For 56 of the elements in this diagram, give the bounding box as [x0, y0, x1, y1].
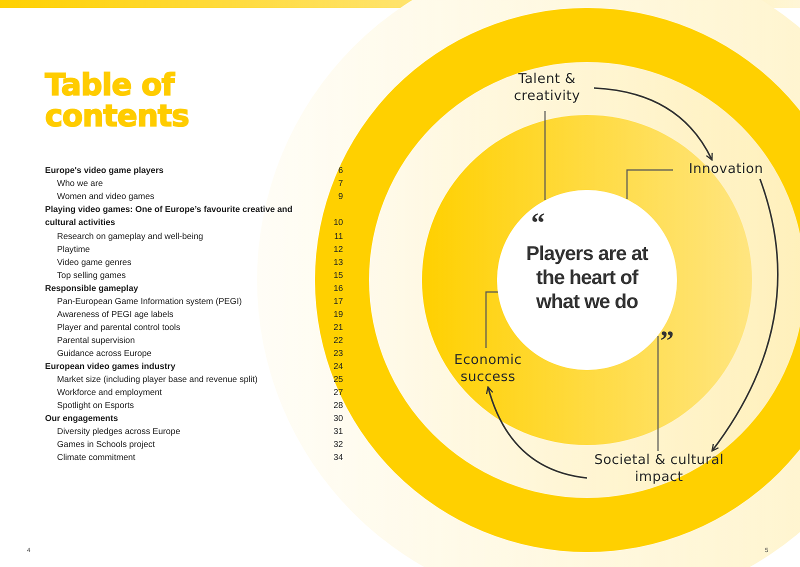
- toc-entry: Diversity pledges across Europe: [56, 425, 180, 438]
- page-number: 16: [333, 282, 343, 295]
- toc-entry: Guidance across Europe: [56, 347, 152, 360]
- page-number: 28: [333, 399, 343, 412]
- page-number: 11: [334, 230, 343, 243]
- toc-entry: Playtime: [56, 243, 90, 256]
- page-number: 23: [333, 347, 343, 360]
- leader-line: [626, 169, 673, 199]
- page-number: 15: [333, 269, 343, 282]
- toc-entry: Market size (including player base and revenue split): [56, 373, 258, 386]
- pillar-label: Innovation: [688, 161, 764, 178]
- section-heading: Playing video games: One of Europe’s favourite creative and cultural activities: [45, 203, 294, 230]
- section-heading: Responsible gameplay: [45, 282, 138, 295]
- curved-arrow: [486, 386, 588, 479]
- page-number: 30: [333, 412, 343, 425]
- page-number: 34: [333, 451, 343, 464]
- page-number: 9: [338, 190, 343, 203]
- toc-entry: Workforce and employment: [56, 386, 162, 399]
- page-number: 31: [333, 425, 343, 438]
- page-number: 24: [333, 360, 343, 373]
- toc-entry: Video game genres: [56, 256, 132, 269]
- page-number: 13: [333, 256, 343, 269]
- toc-entry: Climate commitment: [56, 451, 136, 464]
- page-number: 21: [333, 321, 343, 334]
- page-number: 25: [333, 373, 343, 386]
- leader-line: [485, 291, 498, 348]
- page-number: 19: [333, 308, 343, 321]
- page-number: 6: [338, 164, 343, 177]
- pillar-label: Talent & creativity: [512, 71, 582, 105]
- toc-entry: Top selling games: [56, 269, 126, 282]
- toc-entry: Games in Schools project: [56, 438, 155, 451]
- page-title: Table of contents: [45, 70, 190, 132]
- toc-entry: Parental supervision: [56, 334, 135, 347]
- page-number: 22: [333, 334, 343, 347]
- section-heading: Europe's video game players: [45, 164, 164, 177]
- page-number: 17: [333, 295, 343, 308]
- section-heading: Our engagements: [45, 412, 118, 425]
- toc-entry: Women and video games: [56, 190, 154, 203]
- toc-entry: Pan-European Game Information system (PEGI): [56, 295, 242, 308]
- curved-arrow: [594, 87, 713, 161]
- curved-arrow: [711, 178, 779, 452]
- pillar-label: Economic success: [453, 352, 523, 386]
- page-number: 10: [333, 216, 343, 230]
- quotation-mark: ”: [660, 328, 674, 356]
- toc-entry: Awareness of PEGI age labels: [56, 308, 174, 321]
- page-number: 32: [333, 438, 343, 451]
- quotation-mark: “: [531, 210, 545, 238]
- toc-entry: Who we are: [56, 177, 103, 190]
- toc-entry: Research on gameplay and well-being: [56, 230, 204, 243]
- quote-text: Players are at the heart of what we do: [525, 242, 650, 314]
- toc-entry: Player and parental control tools: [56, 321, 180, 334]
- toc-entry: Spotlight on Esports: [56, 399, 134, 412]
- leader-line: [657, 336, 659, 451]
- page-number: 7: [338, 177, 343, 190]
- page-number: 12: [333, 243, 343, 256]
- section-heading: European video games industry: [45, 360, 176, 373]
